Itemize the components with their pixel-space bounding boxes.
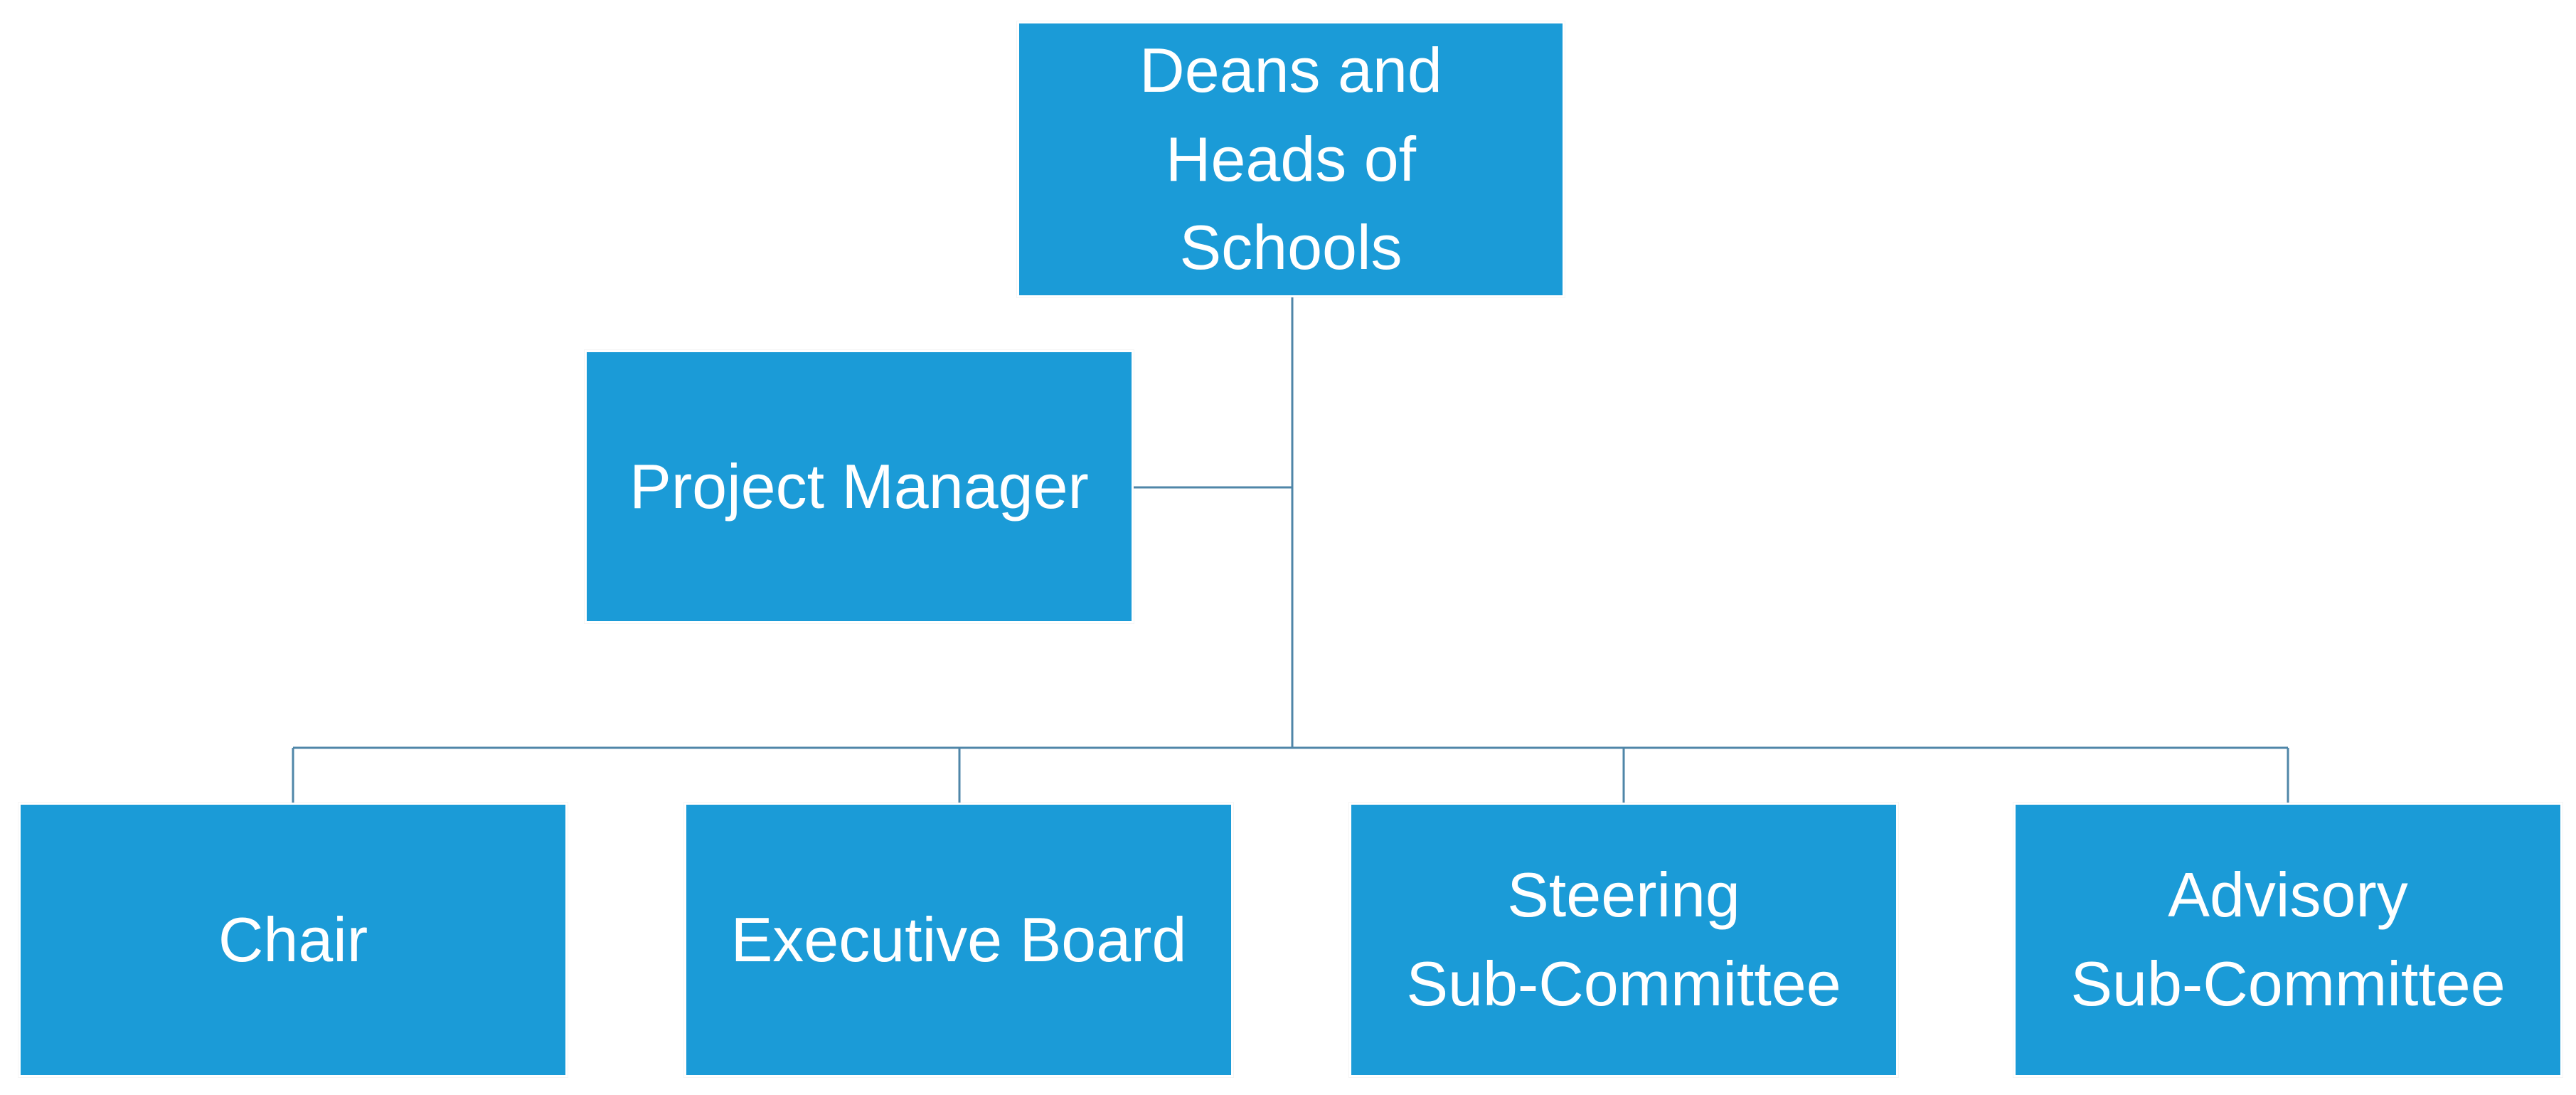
node-project-manager: Project Manager: [584, 349, 1134, 624]
node-executive-board-label: Executive Board: [730, 904, 1187, 975]
node-deans-and-heads-of-schools: Deans and Heads of Schools: [1016, 21, 1565, 298]
node-advisory-sub-committee: Advisory Sub-Committee: [2013, 802, 2563, 1078]
node-executive-board: Executive Board: [683, 802, 1234, 1078]
node-chair-label: Chair: [218, 904, 368, 975]
node-steering-sub-committee: Steering Sub-Committee: [1348, 802, 1899, 1078]
node-chair: Chair: [18, 802, 568, 1078]
node-advisory-label: Advisory Sub-Committee: [2070, 859, 2506, 1019]
node-deans-label: Deans and Heads of Schools: [1139, 34, 1442, 283]
node-project-manager-label: Project Manager: [629, 450, 1089, 522]
node-steering-label: Steering Sub-Committee: [1406, 859, 1841, 1019]
